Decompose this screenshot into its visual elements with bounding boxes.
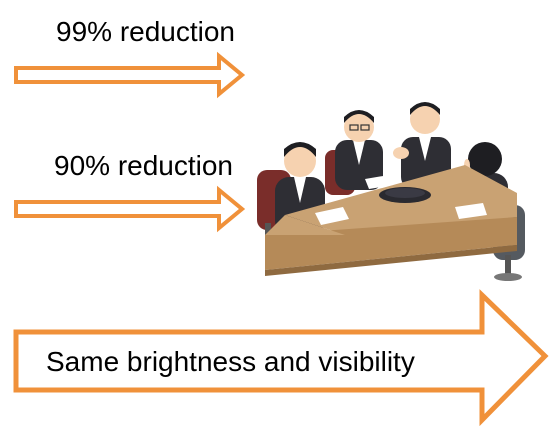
papers — [315, 175, 487, 225]
large-arrow-icon — [13, 289, 549, 426]
small-arrow-icon-90 — [14, 185, 246, 233]
person-back-right — [393, 102, 451, 189]
label-99-reduction: 99% reduction — [56, 16, 236, 47]
label-90-reduction: 90% reduction — [54, 150, 234, 181]
conference-phone-icon — [379, 187, 431, 203]
business-meeting-illustration — [257, 102, 525, 281]
small-arrow-icon-99 — [14, 51, 246, 99]
label-same-brightness: Same brightness and visibility — [46, 346, 415, 377]
person-back-center — [335, 110, 383, 190]
